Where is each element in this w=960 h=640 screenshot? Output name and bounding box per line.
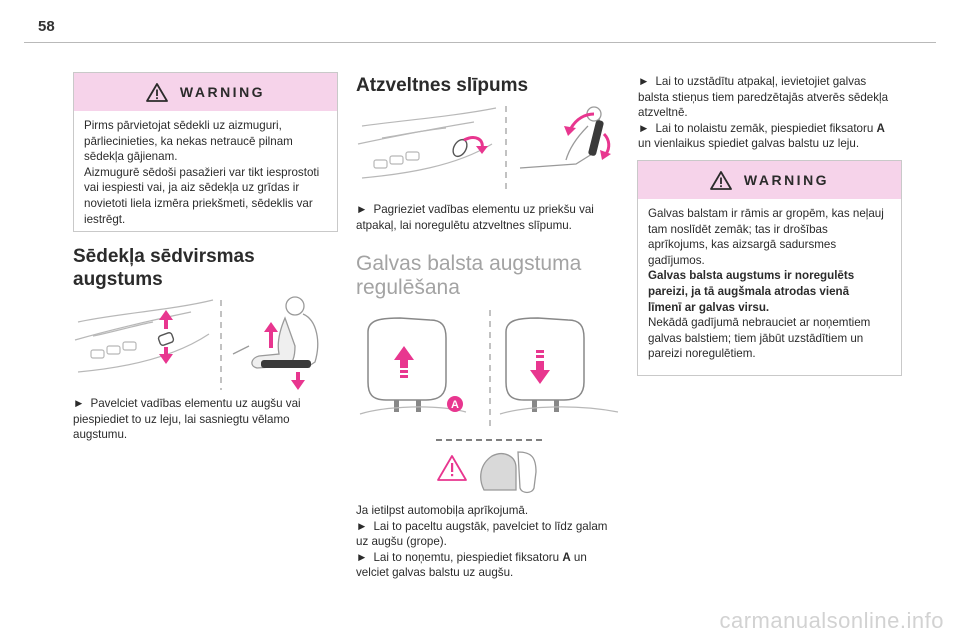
bullet-arrow-icon: ► [356, 519, 368, 533]
warning-title: WARNING [743, 172, 830, 188]
warning-text: Galvas balstam ir rāmis ar gropēm, kas n… [638, 199, 901, 370]
warning-line: aprīkojums, kas aizsargā sadursmes [648, 238, 837, 252]
warning-triangle-icon [146, 82, 168, 102]
curved-arrow-icon [568, 112, 595, 131]
warning-box-seat: WARNING Pirms pārvietojat sēdekli uz aiz… [73, 72, 338, 232]
instruction-text: atzveltnē. [638, 106, 688, 120]
rotate-arrow-head [476, 146, 488, 154]
seat-side-panel [357, 107, 497, 179]
page-number: 58 [38, 18, 55, 35]
seat-height-instruction: ► Pavelciet vadības elementu uz augšu vai… [73, 396, 343, 443]
warning-line: Galvas balstam ir rāmis ar gropēm, kas n… [648, 207, 884, 220]
marker-a-badge: A [447, 396, 463, 412]
seat-side-panel [74, 299, 214, 373]
arrow-up-icon [394, 346, 414, 378]
seat-height-lever [157, 332, 175, 346]
instruction-text: piespiediet to uz leju, lai sasniegtu vē… [73, 412, 290, 426]
curved-arrow-head [600, 150, 611, 160]
backrest-illustration [357, 106, 611, 192]
headrest-instructions: Ja ietilpst automobiļa aprīkojumā. ► Lai … [356, 503, 631, 581]
headrest-refit-instructions: ► Lai to uzstādītu atpakaļ, ievietojiet g… [638, 74, 900, 152]
warning-line: iestrēgt. [84, 212, 126, 226]
warning-triangle-icon [710, 170, 732, 190]
warning-line: novietoti liela izmēra priekšmeti, sēdek… [84, 196, 313, 210]
section-title-line: augstums [73, 269, 163, 290]
warning-header: WARNING [638, 161, 901, 199]
section-backrest-title: Atzveltnes slīpums [356, 74, 626, 97]
seat-height-illustration [74, 296, 319, 390]
section-seat-height-title: Sēdekļa sēdvirsmas augstums [73, 245, 343, 291]
bullet-arrow-icon: ► [638, 121, 650, 135]
section-headrest-title: Galvas balsta augstuma regulēšana [356, 252, 626, 300]
warning-text: Pirms pārvietojat sēdekli uz aizmuguri, … [74, 111, 337, 235]
curved-arrow-head [564, 126, 576, 136]
instruction-text: Lai to paceltu augstāk, pavelciet to līd… [373, 519, 608, 533]
bullet-arrow-icon: ► [638, 75, 650, 88]
arrow-up-down-icon [264, 322, 305, 390]
instruction-text: Lai to uzstādītu atpakaļ, ievietojiet ga… [655, 75, 867, 88]
instruction-text: uz augšu (grope). [356, 535, 447, 549]
warning-line: sēdekļa gājienam. [84, 150, 178, 164]
backrest-instruction: ► Pagrieziet vadības elementu uz priekšu … [356, 202, 626, 233]
section-title-line: Sēdekļa sēdvirsmas [73, 246, 255, 267]
warning-line: Aizmugurē sēdoši pasažieri var tikt iesp… [84, 165, 320, 179]
section-title-line: Atzveltnes slīpums [356, 75, 529, 96]
warning-line-bold: Galvas balsta augstums ir noregulēts [648, 269, 855, 283]
key-label-a: A [876, 121, 885, 135]
warning-line: pārliecinieties, ka nekas netraucē pilna… [84, 134, 293, 148]
key-label-a: A [562, 550, 571, 564]
warning-line: tam noslīdēt zemāk; tas ir drošības [648, 222, 828, 236]
seated-person-icon [232, 296, 319, 369]
header-rule [24, 42, 936, 43]
bullet-arrow-icon: ► [73, 397, 85, 410]
instruction-text: Ja ietilpst automobiļa aprīkojumā. [356, 504, 529, 517]
instruction-text: Pagrieziet vadības elementu uz priekšu v… [373, 203, 594, 216]
backrest-knob [452, 138, 468, 158]
warning-line: pareizi noregulētiem. [648, 347, 756, 361]
head-and-headrest-icon [480, 451, 537, 494]
section-title-line: regulēšana [356, 276, 460, 299]
marker-a-label: A [451, 399, 459, 411]
instruction-text: atpakaļ, lai noregulētu atzveltnes slīpu… [356, 218, 572, 232]
warning-line-bold: pareizi, ja tā augšmala atrodas vienā [648, 284, 850, 298]
bullet-arrow-icon: ► [356, 203, 368, 216]
headrest-right [505, 317, 585, 412]
seated-person-icon [519, 106, 602, 169]
seat-cushion-highlight [261, 360, 311, 368]
warning-title: WARNING [179, 84, 266, 100]
backrest-highlight [588, 120, 604, 156]
warning-line: Nekādā gadījumā nebrauciet ar noņemtiem [648, 316, 871, 330]
warning-line: vai iespiesti vai, ja aiz sēdekļa uz grī… [84, 181, 300, 195]
instruction-text: un vienlaikus spiediet galvas balstu uz … [638, 137, 860, 151]
warning-header: WARNING [74, 73, 337, 111]
instruction-text: velciet galvas balstu uz augšu. [356, 566, 514, 580]
instruction-text: Pavelciet vadības elementu uz augšu vai [90, 397, 301, 410]
instruction-text: augstumu. [73, 428, 128, 442]
watermark: carmanualsonline.info [719, 608, 944, 633]
arrow-up-down-icon [159, 310, 173, 364]
seat-top-right [499, 406, 619, 415]
warning-line: galvas balstiem; tiem jābūt uzstādītiem … [648, 331, 864, 345]
instruction-text: Lai to nolaistu zemāk, piespiediet fiksa… [655, 121, 877, 135]
section-title-line: Galvas balsta augstuma [356, 252, 582, 275]
instruction-text: balsta stieņus tiem paredzētajās atverēs… [638, 90, 889, 104]
warning-box-headrest: WARNING Galvas balstam ir rāmis ar gropē… [637, 160, 902, 376]
warning-triangle-icon [437, 455, 467, 481]
instruction-text: Lai to noņemtu, piespiediet fiksatoru [373, 550, 563, 564]
warning-line: Pirms pārvietojat sēdekli uz aizmuguri, [84, 119, 282, 132]
arrow-down-icon [530, 350, 550, 384]
bullet-arrow-icon: ► [356, 550, 368, 564]
warning-line-bold: līmenī ar galvas virsu. [648, 300, 770, 314]
instruction-text: un [570, 550, 587, 564]
headrest-illustration: A [359, 310, 619, 494]
warning-line: gadījumos. [648, 253, 705, 267]
